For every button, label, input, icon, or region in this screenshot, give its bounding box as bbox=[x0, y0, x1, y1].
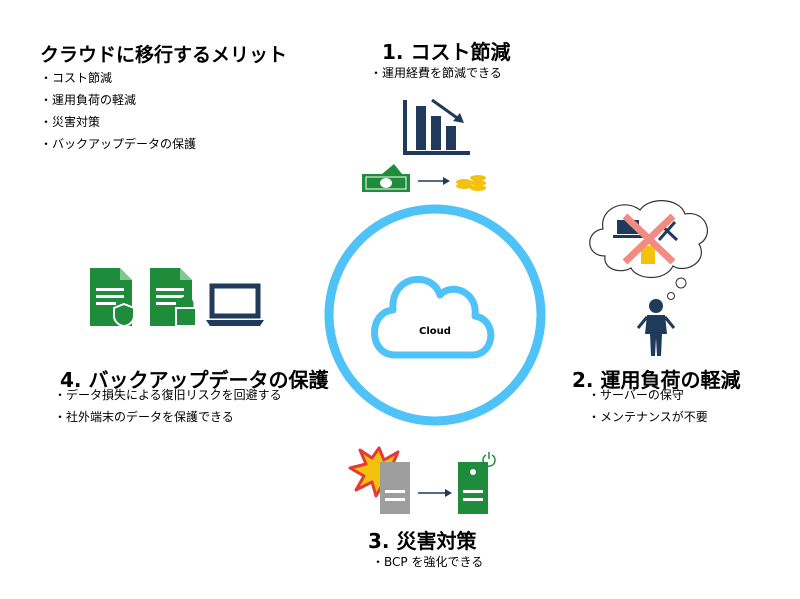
summary-item: 運用負荷の軽減 bbox=[40, 89, 196, 111]
tag-icon bbox=[641, 246, 655, 264]
coins-icon bbox=[456, 175, 486, 191]
banknote-icon bbox=[362, 164, 410, 192]
power-icon bbox=[482, 452, 496, 467]
summary-item: コスト節減 bbox=[40, 67, 196, 89]
person-icon bbox=[636, 299, 676, 356]
section-1-item: ・運用経費を節減できる bbox=[370, 66, 502, 80]
section-2-item: サーバーの保守 bbox=[588, 384, 708, 406]
arrow-icon bbox=[418, 177, 450, 185]
summary-item: バックアップデータの保護 bbox=[40, 133, 196, 155]
section-2-list: サーバーの保守 メンテナンスが不要 bbox=[588, 384, 708, 428]
cloud-icon bbox=[371, 276, 495, 359]
document-shield-icon bbox=[90, 268, 135, 328]
document-lock-icon bbox=[150, 268, 197, 327]
summary-item: 災害対策 bbox=[40, 111, 196, 133]
arrow-icon bbox=[418, 489, 452, 497]
bar-chart-decline-icon bbox=[403, 98, 470, 155]
section-4-list: データ損失による復旧リスクを回避する 社外端末のデータを保護できる bbox=[54, 384, 282, 428]
cloud-ring bbox=[324, 204, 546, 426]
section-4-item: 社外端末のデータを保護できる bbox=[54, 406, 282, 428]
section-3-title: 3. 災害対策 bbox=[368, 529, 477, 553]
server-icon bbox=[458, 462, 488, 514]
section-1-title: 1. コスト節減 bbox=[382, 40, 511, 64]
cloud-label: Cloud bbox=[419, 326, 451, 337]
server-icon bbox=[380, 462, 410, 514]
laptop-icon bbox=[206, 283, 264, 326]
summary-list: コスト節減 運用負荷の軽減 災害対策 バックアップデータの保護 bbox=[40, 67, 196, 155]
section-3-item: ・BCP を強化できる bbox=[372, 555, 484, 569]
section-4-item: データ損失による復旧リスクを回避する bbox=[54, 384, 282, 406]
summary-title: クラウドに移行するメリット bbox=[40, 44, 288, 66]
section-2-item: メンテナンスが不要 bbox=[588, 406, 708, 428]
thought-bubble-icon bbox=[589, 200, 708, 300]
